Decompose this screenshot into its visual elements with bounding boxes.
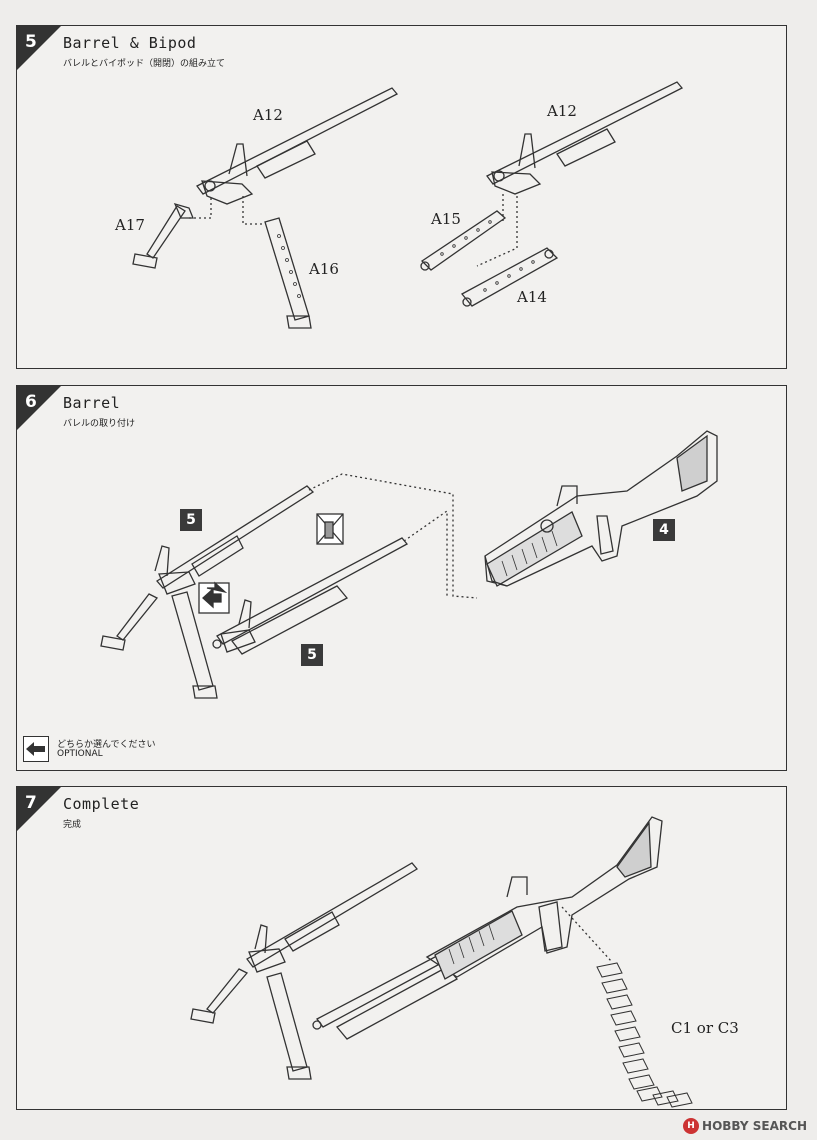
step-5-title: Barrel & Bipod [63, 34, 197, 52]
barrel-a12-left [196, 87, 399, 205]
step-5-corner-badge [17, 26, 61, 70]
step-7-title: Complete [63, 795, 140, 813]
step-7-subtitle: 完成 [63, 820, 82, 830]
label-a16: A16 [309, 260, 339, 278]
label-a12-right: A12 [547, 102, 577, 120]
step-7-corner-badge [17, 787, 61, 831]
step-6-panel: 6 Barrel バレルの取り付け [16, 385, 787, 771]
step-7-number: 7 [25, 793, 37, 813]
step-7-illustration [190, 816, 693, 1108]
step-6-corner-badge [17, 386, 61, 430]
label-a15: A15 [431, 210, 461, 228]
optional-legend-jp: どちらか選んでください [57, 740, 156, 750]
optional-swap-icon [198, 581, 230, 614]
ammo-belt [596, 962, 693, 1108]
step-7-panel: 7 Complete 完成 [16, 786, 787, 1110]
hobby-search-watermark: H HOBBY SEARCH [683, 1118, 807, 1134]
step-5-subtitle: バレルとバイポッド（開閉）の組み立て [63, 59, 226, 69]
label-a14: A14 [517, 288, 547, 306]
bipod-leg-a17 [132, 202, 194, 269]
step-6-number: 6 [25, 392, 37, 412]
step-5-illustration [132, 81, 684, 329]
complete-gun [312, 816, 663, 1040]
barrel-with-bipod [100, 485, 315, 699]
no-ammo-icon [316, 513, 344, 545]
step-5-number: 5 [25, 32, 37, 52]
label-ammo: C1 or C3 [671, 1019, 739, 1037]
barrel-a12-right [486, 81, 684, 195]
optional-legend-icon [23, 736, 49, 762]
hobby-search-logo-icon: H [683, 1118, 700, 1134]
handguard-a14 [460, 247, 559, 307]
step-6-subtitle: バレルの取り付け [63, 419, 136, 429]
hobby-search-text: HOBBY SEARCH [702, 1119, 807, 1133]
handguard-a15 [420, 210, 507, 271]
tag-step5-top: 5 [180, 509, 202, 531]
label-a17: A17 [115, 216, 145, 234]
barrel-with-handguards [212, 537, 409, 655]
tag-step4-receiver: 4 [653, 519, 675, 541]
step-6-title: Barrel [63, 394, 121, 412]
tag-step5-bottom: 5 [301, 644, 323, 666]
complete-bipod-barrel [190, 862, 418, 1080]
step-6-illustration [100, 430, 718, 699]
label-a12-left: A12 [253, 106, 283, 124]
bipod-leg-a16 [264, 217, 312, 329]
step-5-panel: 5 Barrel & Bipod バレルとバイポッド（開閉）の組み立て [16, 25, 787, 369]
optional-legend-en: OPTIONAL [57, 749, 103, 759]
receiver-stock [484, 430, 718, 587]
